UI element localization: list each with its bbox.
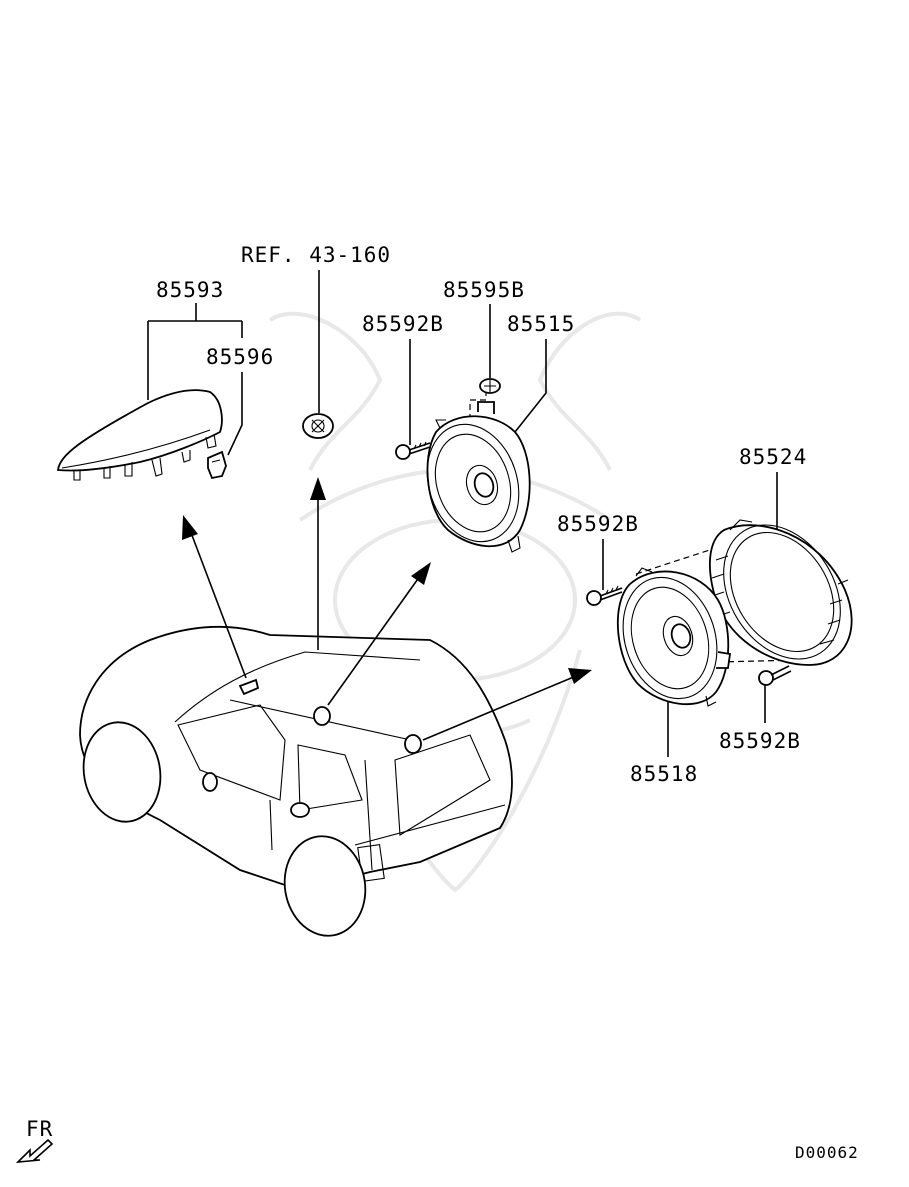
screw-85592b-top <box>395 441 431 460</box>
part-label-85593: 85593 <box>156 278 224 302</box>
part-label-85518: 85518 <box>630 762 698 786</box>
leader-lines <box>147 270 778 757</box>
screw-85592b-mid <box>586 585 623 606</box>
front-label: FR <box>26 1117 53 1141</box>
front-direction-arrow-icon <box>15 1138 54 1163</box>
ref-grommet <box>302 413 334 439</box>
screw-85592b-low <box>758 665 792 686</box>
part-label-85592b-top: 85592B <box>362 312 444 336</box>
ref-label: REF. 43-160 <box>241 243 391 267</box>
rear-speaker-85518 <box>617 567 732 707</box>
arrow-head-icon <box>568 668 592 684</box>
vehicle-body <box>79 625 513 937</box>
speaker-spacer-85524 <box>709 519 853 666</box>
clip-85596 <box>207 450 227 480</box>
part-label-85524: 85524 <box>739 445 807 469</box>
locator-arrows <box>182 477 592 741</box>
part-label-85596: 85596 <box>206 345 274 369</box>
part-label-85592b-mid: 85592B <box>557 512 639 536</box>
arrow-head-icon <box>310 477 326 500</box>
front-speaker-85515 <box>426 401 531 553</box>
arrow-head-icon <box>182 515 198 540</box>
part-label-85515: 85515 <box>507 312 575 336</box>
arrow-head-icon <box>411 562 431 585</box>
part-label-85592b-low: 85592B <box>719 729 801 753</box>
diagram-code: D00062 <box>795 1143 859 1162</box>
pillar-trim-cover-85593 <box>56 389 223 481</box>
part-label-85595b: 85595B <box>443 278 525 302</box>
clip-85595b <box>479 378 501 394</box>
